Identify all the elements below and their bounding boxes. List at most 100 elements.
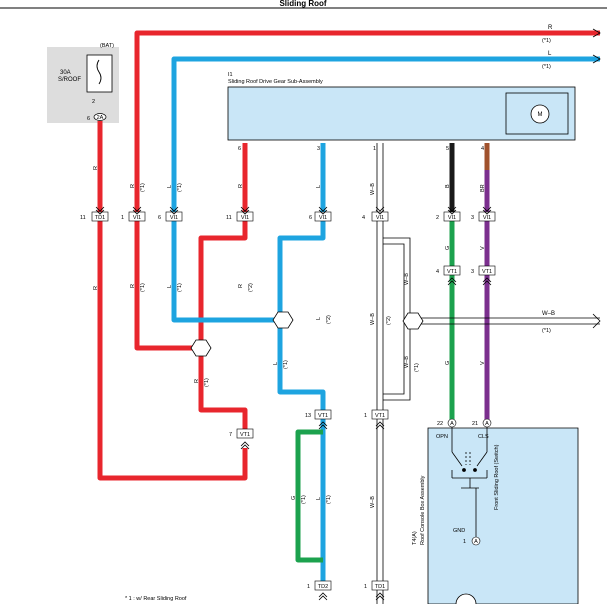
svg-text:(*1): (*1) (414, 363, 420, 372)
svg-text:BR: BR (480, 184, 486, 192)
opn-pin-number: 22 (437, 421, 443, 427)
svg-text:V: V (480, 246, 486, 250)
signal-wb-note: (*1) (542, 328, 551, 334)
console-id: T4(A) (412, 531, 418, 545)
svg-text:R: R (93, 166, 99, 170)
svg-text:L: L (273, 362, 279, 365)
wire-labels: R R R (*1) R (*1) L (*1) L (*1) R R (*2)… (93, 166, 506, 584)
svg-text:L: L (167, 285, 173, 288)
svg-text:VI1: VI1 (483, 215, 491, 221)
fuse-connector-pin: 6 (87, 116, 90, 122)
assembly-pin-1: 1 (373, 146, 376, 152)
svg-text:W–B: W–B (404, 273, 410, 285)
blue-wire-l-signal (171, 56, 600, 323)
cls-pin-number: 21 (472, 421, 478, 427)
svg-text:G: G (445, 361, 451, 365)
svg-text:(*1): (*1) (140, 283, 146, 292)
svg-text:VT1: VT1 (318, 413, 328, 419)
svg-text:R: R (194, 379, 200, 383)
fuse-connector (93, 113, 107, 121)
ground-icon (455, 593, 477, 604)
svg-text:L: L (316, 497, 322, 500)
svg-text:L: L (167, 185, 173, 188)
switch-icon (451, 427, 488, 537)
svg-text:6: 6 (158, 215, 161, 221)
signal-l-note: (*1) (542, 64, 551, 70)
assembly-name: Sliding Roof Drive Gear Sub-Assembly (228, 79, 323, 85)
svg-text:(*1): (*1) (283, 360, 289, 369)
svg-text:3: 3 (471, 269, 474, 275)
assembly-pin-4: 4 (481, 146, 484, 152)
fuse-connector-label: 2A (97, 115, 104, 121)
svg-text:TD2: TD2 (318, 584, 328, 590)
footnote: * 1 : w/ Rear Sliding Roof (125, 596, 187, 602)
svg-text:1: 1 (364, 413, 367, 419)
svg-text:G: G (445, 246, 451, 250)
red-wire-r-signal (134, 30, 600, 351)
svg-text:W–B: W–B (370, 313, 376, 325)
cls-conn-letter: A (485, 421, 489, 427)
svg-text:TD1: TD1 (375, 584, 385, 590)
svg-text:R: R (238, 184, 244, 188)
svg-text:TD1: TD1 (95, 215, 105, 221)
svg-text:L: L (316, 317, 322, 320)
assembly-pin-6: 6 (238, 146, 241, 152)
svg-text:(*1): (*1) (140, 183, 146, 192)
svg-text:13: 13 (305, 413, 311, 419)
svg-text:V: V (480, 361, 486, 365)
switch-name: Front Sliding Roof (Switch) (494, 444, 500, 510)
right-signal-arrows (592, 28, 601, 329)
signal-r-label: R (548, 25, 553, 31)
svg-text:VI1: VI1 (170, 215, 178, 221)
signal-r-note: (*1) (542, 38, 551, 44)
red-wire-splice-loop (198, 143, 248, 430)
svg-text:(*1): (*1) (326, 495, 332, 504)
roof-console-box (427, 427, 579, 604)
red-wire-fuse (97, 121, 248, 481)
svg-text:R: R (238, 284, 244, 288)
opn-conn-letter: A (450, 421, 454, 427)
svg-text:VI1: VI1 (133, 215, 141, 221)
fuse-source-label: (BAT) (100, 43, 114, 49)
motor-label: M (538, 112, 543, 118)
svg-text:VT1: VT1 (482, 269, 492, 275)
svg-text:VT1: VT1 (375, 413, 385, 419)
svg-text:2: 2 (436, 215, 439, 221)
svg-text:VI1: VI1 (376, 215, 384, 221)
signal-wb-label: W–B (542, 311, 555, 317)
svg-text:(*1): (*1) (204, 378, 210, 387)
gnd-conn-letter: A (474, 539, 478, 545)
splice-wb (402, 312, 424, 330)
svg-text:VT1: VT1 (447, 269, 457, 275)
svg-text:(*1): (*1) (177, 183, 183, 192)
svg-text:1: 1 (364, 584, 367, 590)
fuse-pin-out: 2 (92, 99, 95, 105)
console-name: Roof Console Box Assembly (420, 475, 426, 545)
assembly-id: I1 (228, 72, 233, 78)
svg-text:B: B (445, 184, 451, 188)
svg-text:(*2): (*2) (248, 283, 254, 292)
gnd-pin-number: 1 (463, 539, 466, 545)
motor-icon (530, 104, 550, 124)
svg-text:VT1: VT1 (240, 432, 250, 438)
svg-text:1: 1 (307, 584, 310, 590)
svg-text:11: 11 (226, 215, 232, 221)
svg-text:3: 3 (471, 215, 474, 221)
svg-text:6: 6 (309, 215, 312, 221)
svg-text:W–B: W–B (370, 183, 376, 195)
splice-blue (272, 311, 294, 329)
fuse-icon (96, 59, 102, 85)
svg-text:(*2): (*2) (386, 316, 392, 325)
svg-text:(*1): (*1) (301, 495, 307, 504)
svg-text:(*1): (*1) (177, 283, 183, 292)
opn-label: OPN (436, 434, 448, 440)
svg-text:(*2): (*2) (326, 315, 332, 324)
svg-text:4: 4 (362, 215, 365, 221)
connector-chevrons (95, 206, 492, 601)
splice-red (190, 339, 212, 357)
svg-text:L: L (316, 185, 322, 188)
svg-text:1: 1 (121, 215, 124, 221)
signal-l-label: L (548, 51, 552, 57)
assembly-pin-3: 3 (317, 146, 320, 152)
